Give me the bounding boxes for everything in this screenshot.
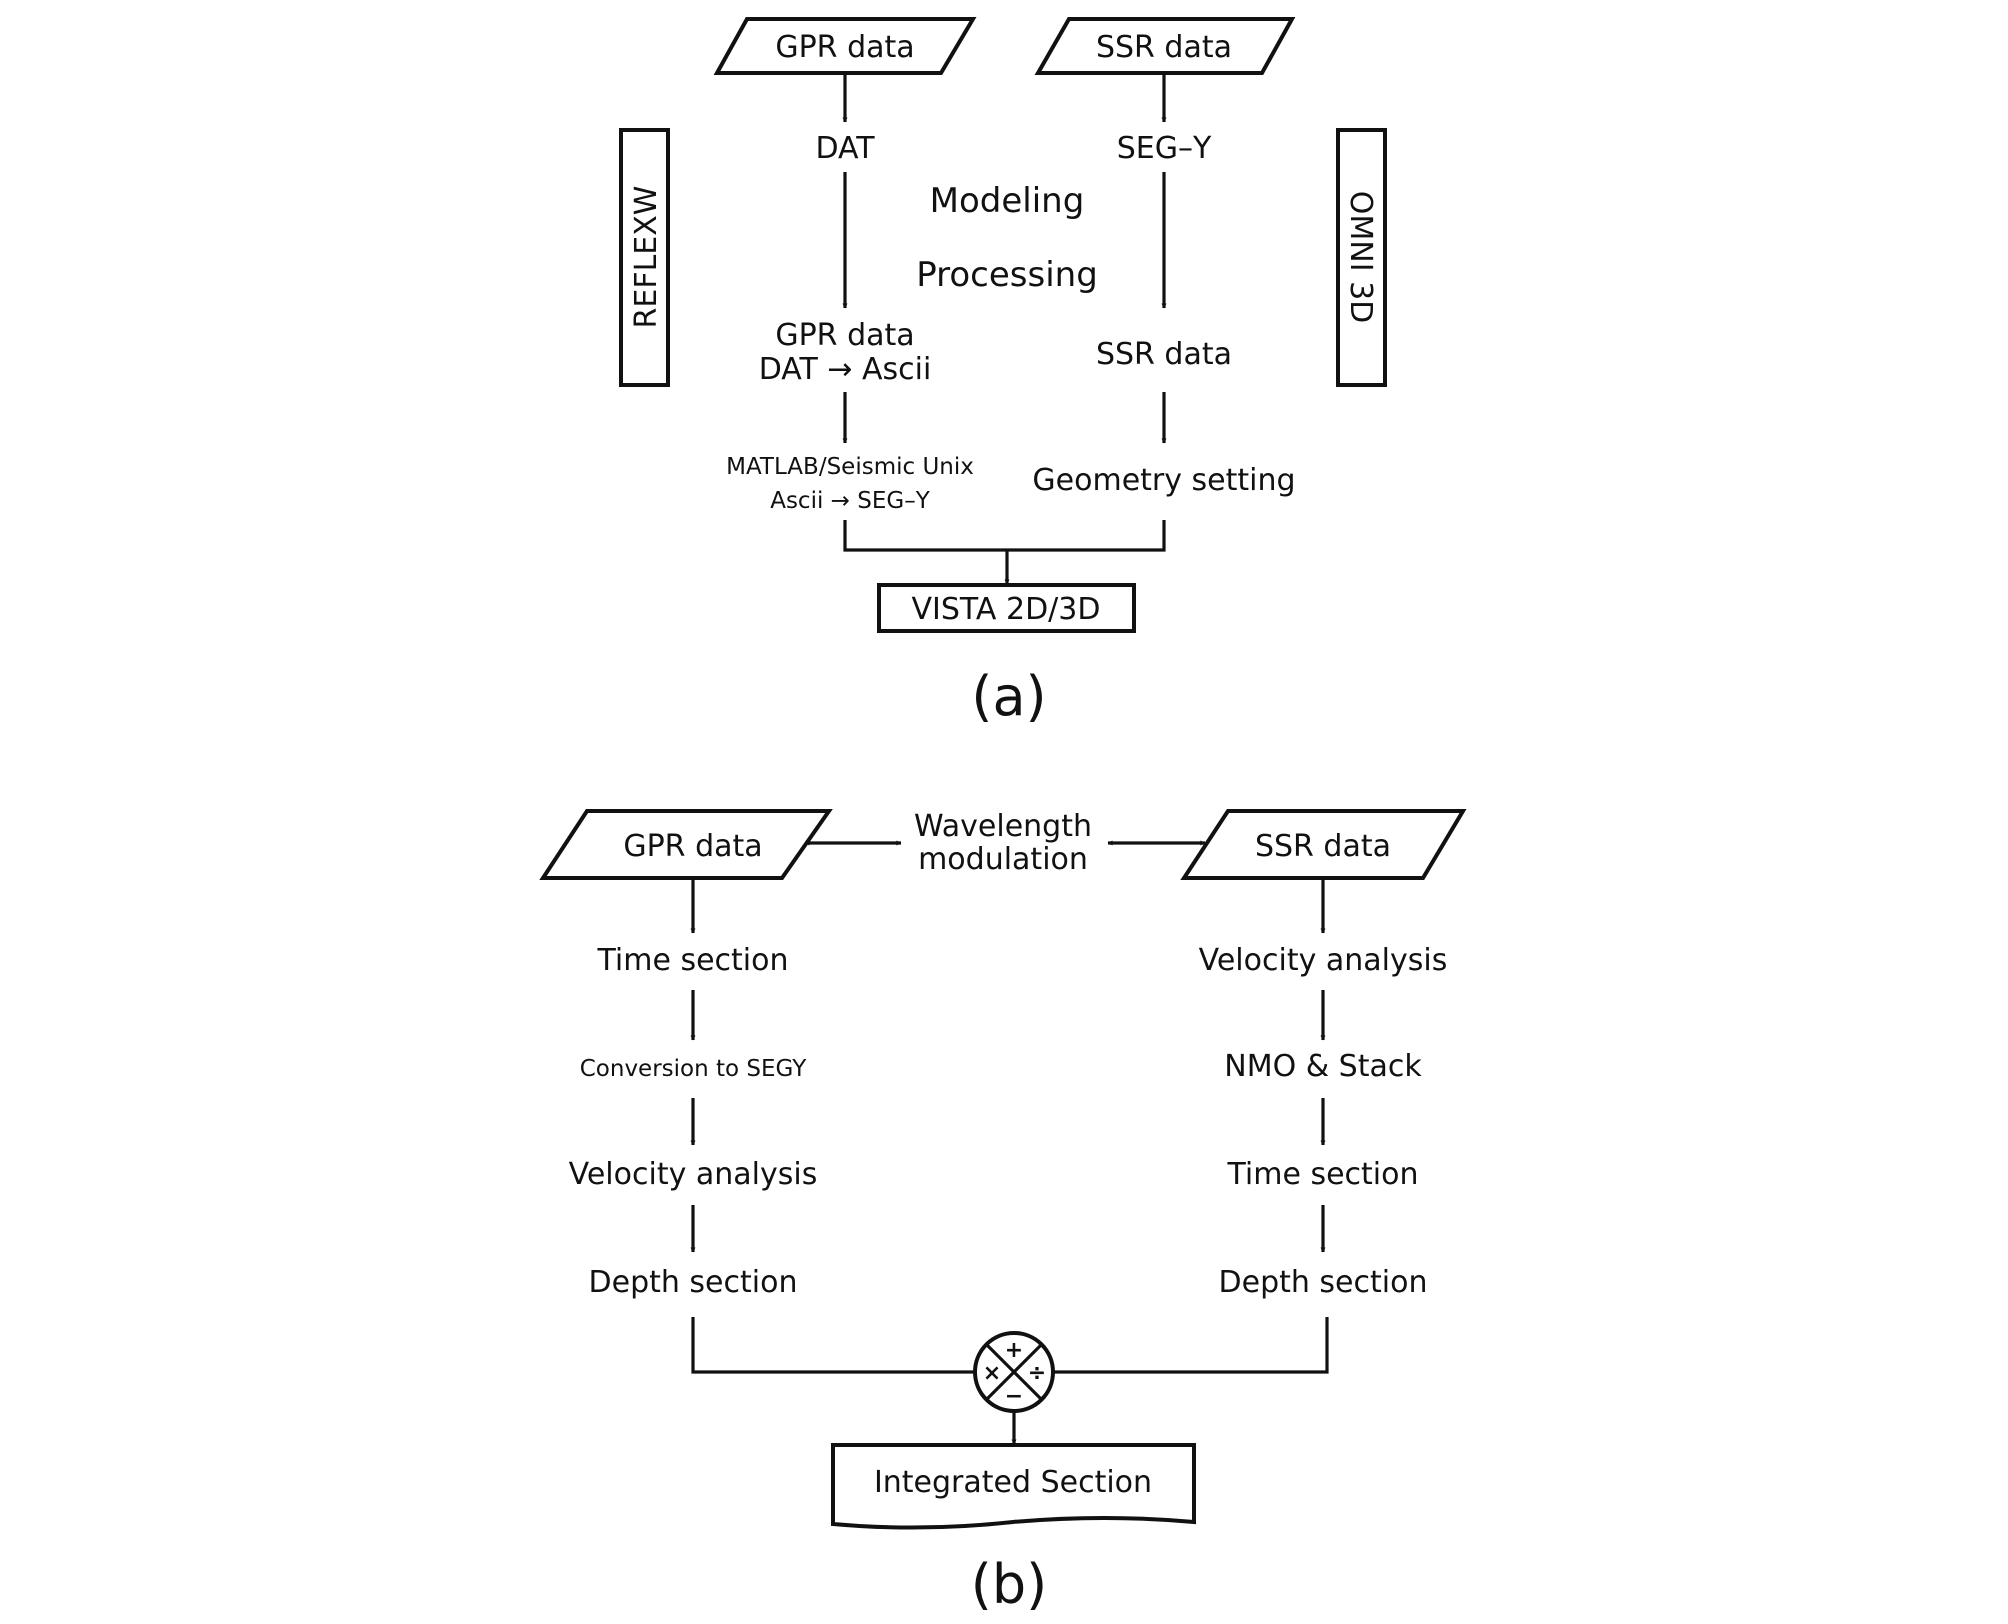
a-ssr-result-label: SSR data	[1096, 337, 1232, 372]
a-vista-label: VISTA 2D/3D	[912, 592, 1101, 627]
b-ssr-step-4: Depth section	[1219, 1265, 1428, 1300]
operator-times: ×	[983, 1361, 1001, 1386]
a-gpr-input-shape	[713, 17, 977, 75]
b-ssr-input-label: SSR data	[1255, 829, 1391, 864]
b-caption: (b)	[971, 1553, 1047, 1616]
b-wavelength-line2: modulation	[918, 842, 1088, 877]
a-reflexw-label: REFLEXW	[629, 186, 664, 329]
a-reflexw-box	[619, 128, 670, 387]
operator-plus: +	[1005, 1338, 1023, 1363]
b-gpr-step-4: Depth section	[589, 1265, 798, 1300]
b-gpr-input-shape	[539, 809, 833, 880]
b-ssr-step-2: NMO & Stack	[1224, 1049, 1422, 1084]
a-gpr-input-label: GPR data	[775, 30, 914, 65]
a-matlab-line2: Ascii → SEG–Y	[770, 488, 930, 514]
b-gpr-input-label: GPR data	[623, 829, 762, 864]
operator-divide: ÷	[1028, 1361, 1046, 1386]
a-gpr-result-line2: DAT → Ascii	[759, 352, 932, 387]
panel-a: GPR data SSR data DAT SEG–Y Modeling Pro…	[619, 17, 1387, 728]
a-merge-connector	[843, 520, 1166, 552]
a-omni-box	[1336, 128, 1387, 387]
b-integrated-document-shape	[831, 1443, 1196, 1530]
b-gpr-step-2: Conversion to SEGY	[580, 1056, 807, 1082]
a-vista-box	[877, 583, 1136, 633]
b-ssr-step-3: Time section	[1226, 1157, 1418, 1192]
b-integrated-label: Integrated Section	[874, 1465, 1152, 1500]
a-processing-label: Processing	[916, 255, 1098, 295]
a-segy-label: SEG–Y	[1117, 131, 1212, 166]
a-gpr-result-line1: GPR data	[775, 318, 914, 353]
a-omni-label: OMNI 3D	[1343, 191, 1378, 324]
b-gpr-step-1: Time section	[596, 943, 788, 978]
arithmetic-operator-icon: + × ÷ −	[973, 1331, 1055, 1413]
b-gpr-merge-line	[691, 1317, 975, 1374]
a-modeling-label: Modeling	[930, 181, 1085, 221]
a-dat-label: DAT	[815, 131, 875, 166]
a-ssr-input-label: SSR data	[1096, 30, 1232, 65]
a-ssr-input-shape	[1034, 17, 1296, 75]
a-geometry-label: Geometry setting	[1032, 463, 1295, 498]
operator-minus: −	[1005, 1384, 1023, 1409]
b-gpr-step-3: Velocity analysis	[569, 1157, 818, 1192]
b-ssr-step-1: Velocity analysis	[1199, 943, 1448, 978]
panel-b: GPR data SSR data Wavelength modulation …	[539, 809, 1467, 1616]
b-ssr-merge-line	[1053, 1317, 1329, 1374]
a-caption: (a)	[971, 665, 1046, 728]
b-wavelength-line1: Wavelength	[914, 809, 1092, 844]
a-matlab-line1: MATLAB/Seismic Unix	[726, 454, 974, 480]
b-ssr-input-shape	[1180, 809, 1467, 880]
